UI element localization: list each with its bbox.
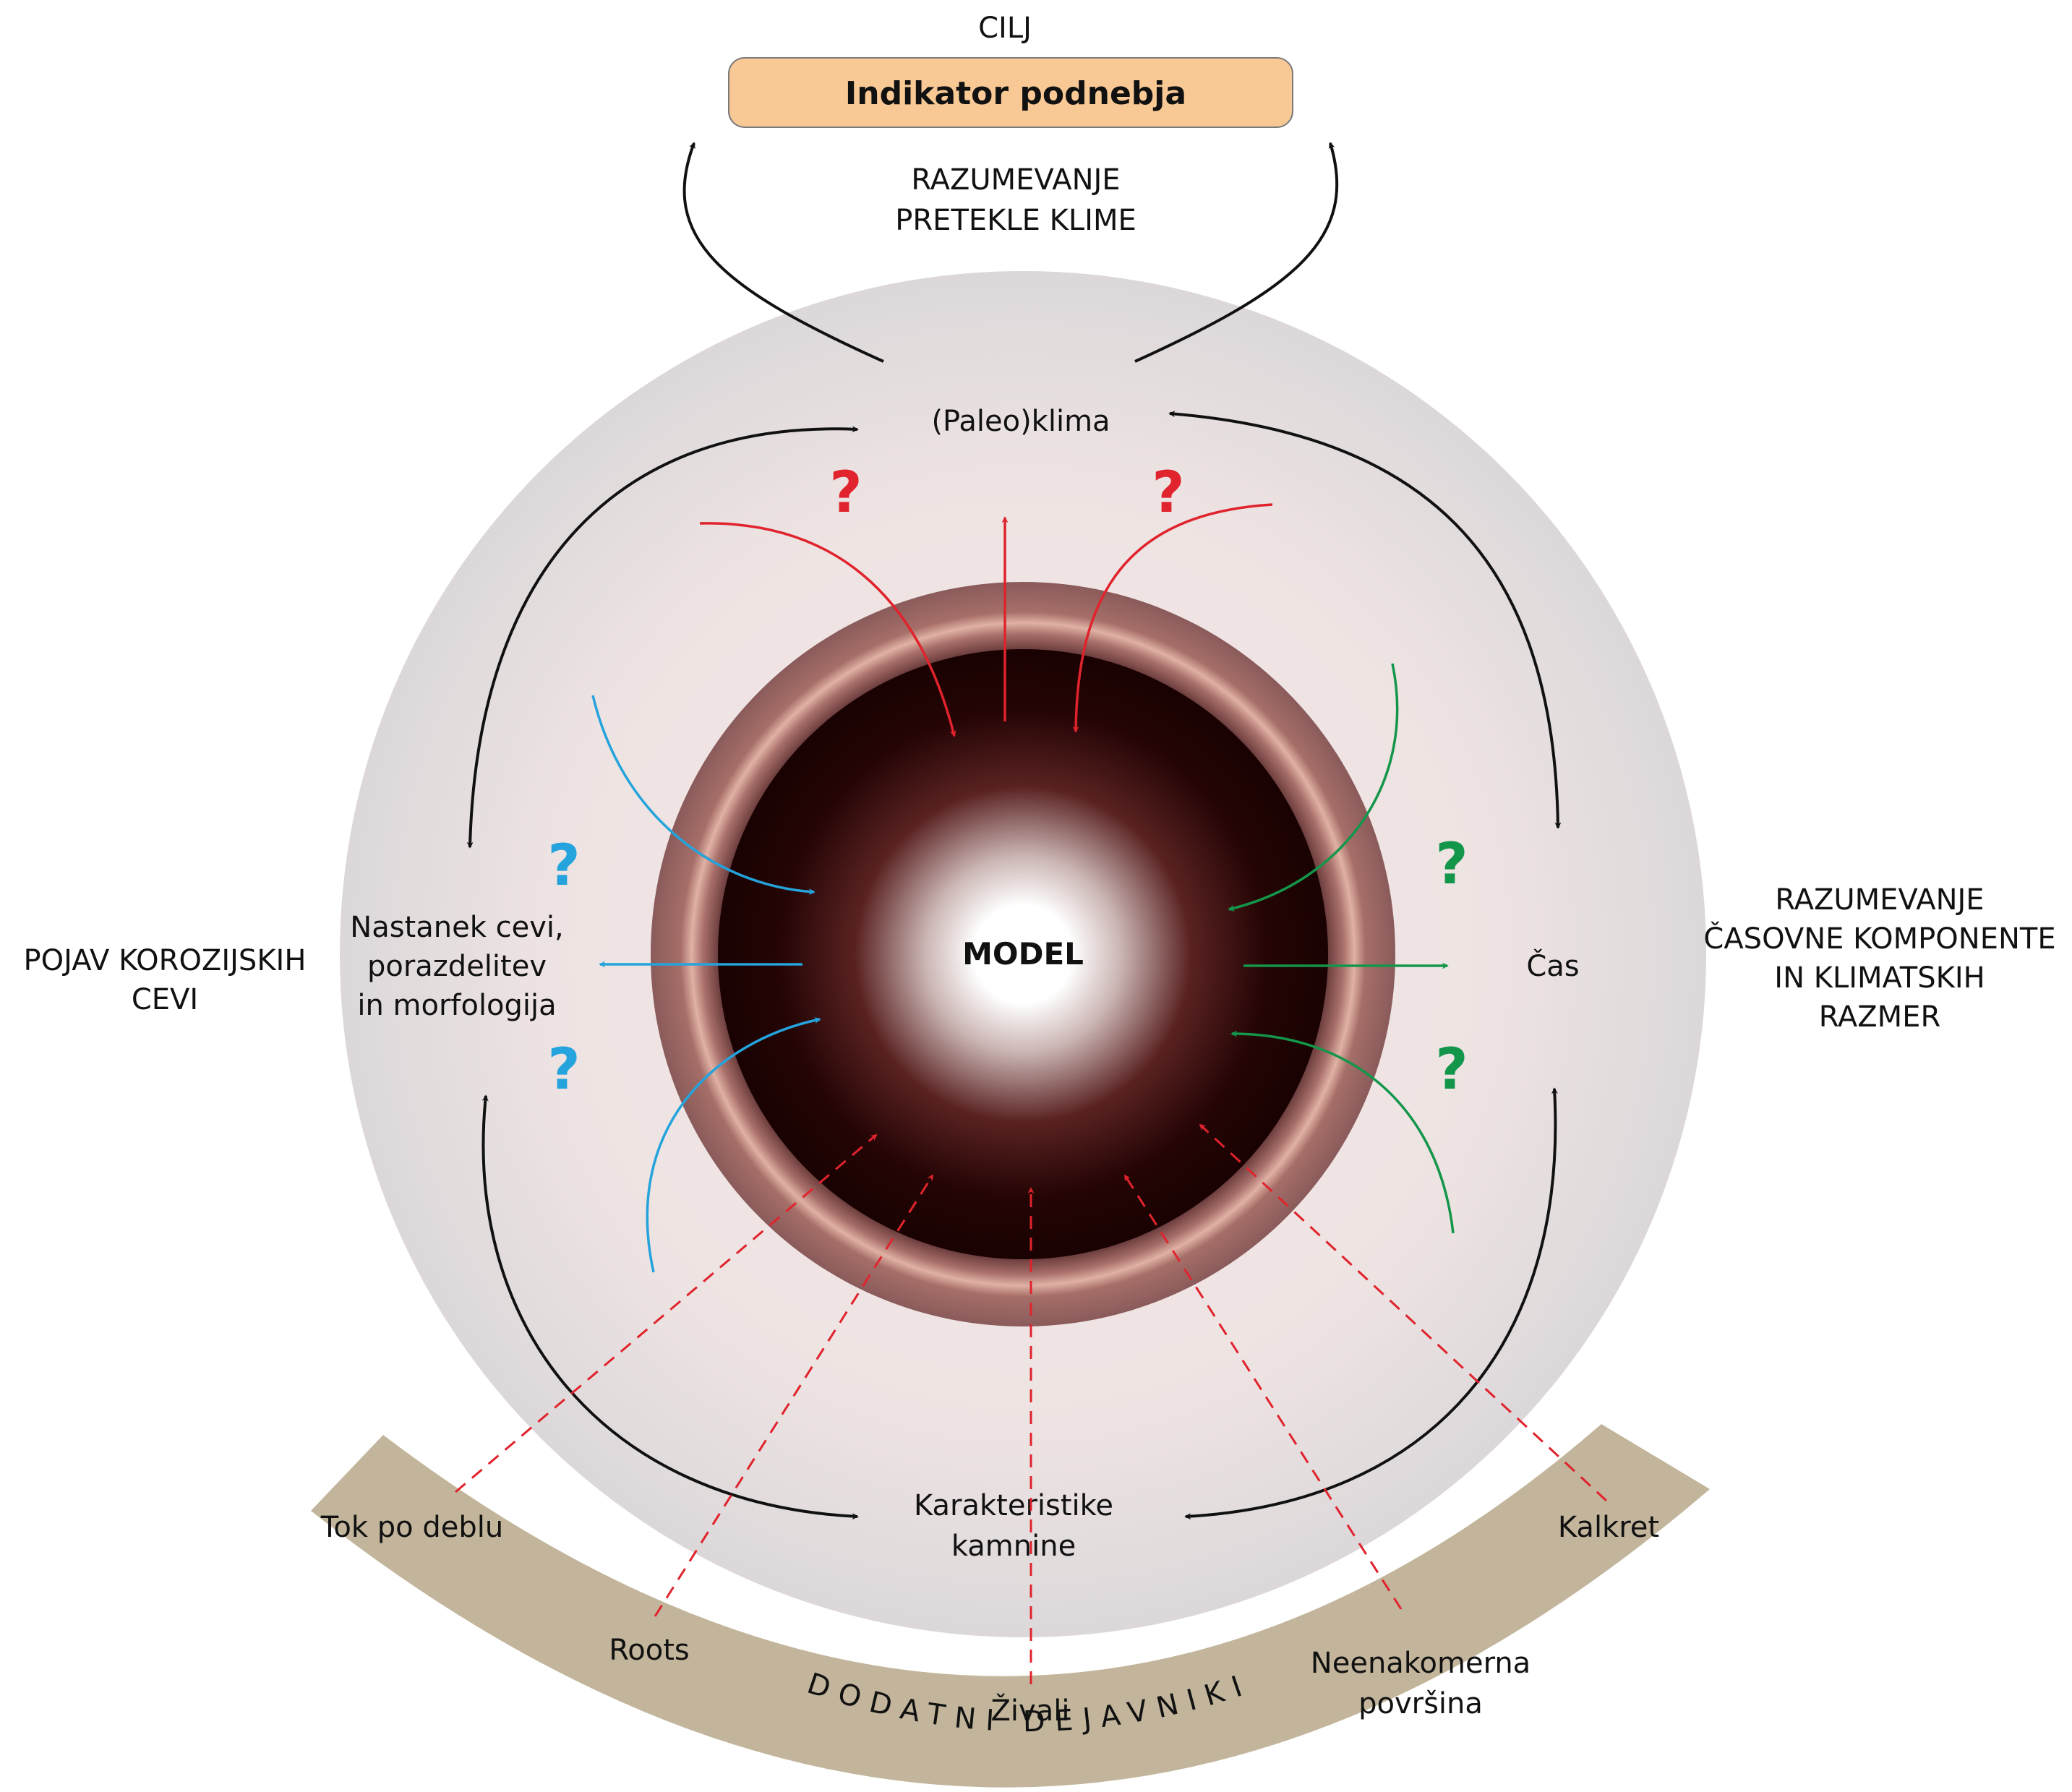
- arc-paleo-formation: [466, 426, 859, 849]
- factor-unconformity-line1: Neenakomerna: [1311, 1647, 1531, 1680]
- question-mark-blue-upper: ?: [547, 833, 580, 899]
- goal-box: [728, 57, 1293, 128]
- goal-title: Indikator podnebja: [845, 75, 1186, 112]
- goal-caption: CILJ: [978, 12, 1032, 45]
- arrow-to-goal-left: [682, 142, 884, 363]
- question-mark-blue-lower: ?: [547, 1037, 580, 1102]
- right-label-line1: RAZUMEVANJE: [1775, 883, 1984, 917]
- green-arrow-in-upper: [1228, 663, 1399, 912]
- node-paleoclimate: (Paleo)klima: [931, 405, 1110, 438]
- factor-animals: Živali: [991, 1693, 1070, 1728]
- node-time: Čas: [1526, 948, 1579, 983]
- factor-unconformity-line2: površina: [1358, 1687, 1483, 1720]
- left-label-line2: CEVI: [132, 983, 198, 1016]
- node-formation-line3: in morfologija: [357, 989, 556, 1022]
- model-label: MODEL: [962, 936, 1084, 972]
- red-arrow-in-right: [1072, 503, 1273, 733]
- node-formation-line1: Nastanek cevi,: [350, 911, 563, 944]
- dashed-trunk-flow: [455, 1133, 878, 1493]
- factor-trunk-flow: Tok po deblu: [320, 1511, 503, 1544]
- arrow-to-goal-right: [1134, 142, 1339, 363]
- factor-calcrete: Kalkret: [1558, 1511, 1659, 1544]
- right-label-line3: IN KLIMATSKIH: [1774, 961, 1985, 995]
- top-label-line2: PRETEKLE KLIME: [895, 204, 1136, 237]
- left-label-line1: POJAV KOROZIJSKIH: [24, 944, 307, 977]
- blue-arrow-in-upper: [591, 695, 815, 896]
- arc-time-rock: [1184, 1087, 1558, 1520]
- dashed-roots: [654, 1174, 934, 1617]
- red-arrow-in-left: [699, 522, 956, 737]
- node-formation-line2: porazdelitev: [367, 950, 547, 983]
- node-rock-line2: kamnine: [951, 1530, 1076, 1563]
- node-rock-line1: Karakteristike: [914, 1489, 1113, 1522]
- arc-formation-rock: [481, 1094, 859, 1520]
- question-mark-red-right: ?: [1152, 460, 1184, 526]
- question-mark-green-lower: ?: [1435, 1037, 1468, 1102]
- green-arrow-in-lower: [1230, 1030, 1455, 1234]
- factor-roots: Roots: [609, 1634, 689, 1667]
- question-mark-red-left: ?: [829, 460, 862, 526]
- blue-arrow-in-lower: [646, 1017, 821, 1273]
- arc-paleo-time: [1168, 411, 1562, 829]
- additional-factors-band: [311, 1424, 1710, 1788]
- right-label-line4: RAZMER: [1819, 1000, 1941, 1034]
- dashed-calcrete: [1199, 1123, 1608, 1502]
- right-label-line2: ČASOVNE KOMPONENTE: [1703, 921, 2055, 956]
- top-label-line1: RAZUMEVANJE: [911, 163, 1120, 197]
- question-mark-green-upper: ?: [1435, 832, 1468, 897]
